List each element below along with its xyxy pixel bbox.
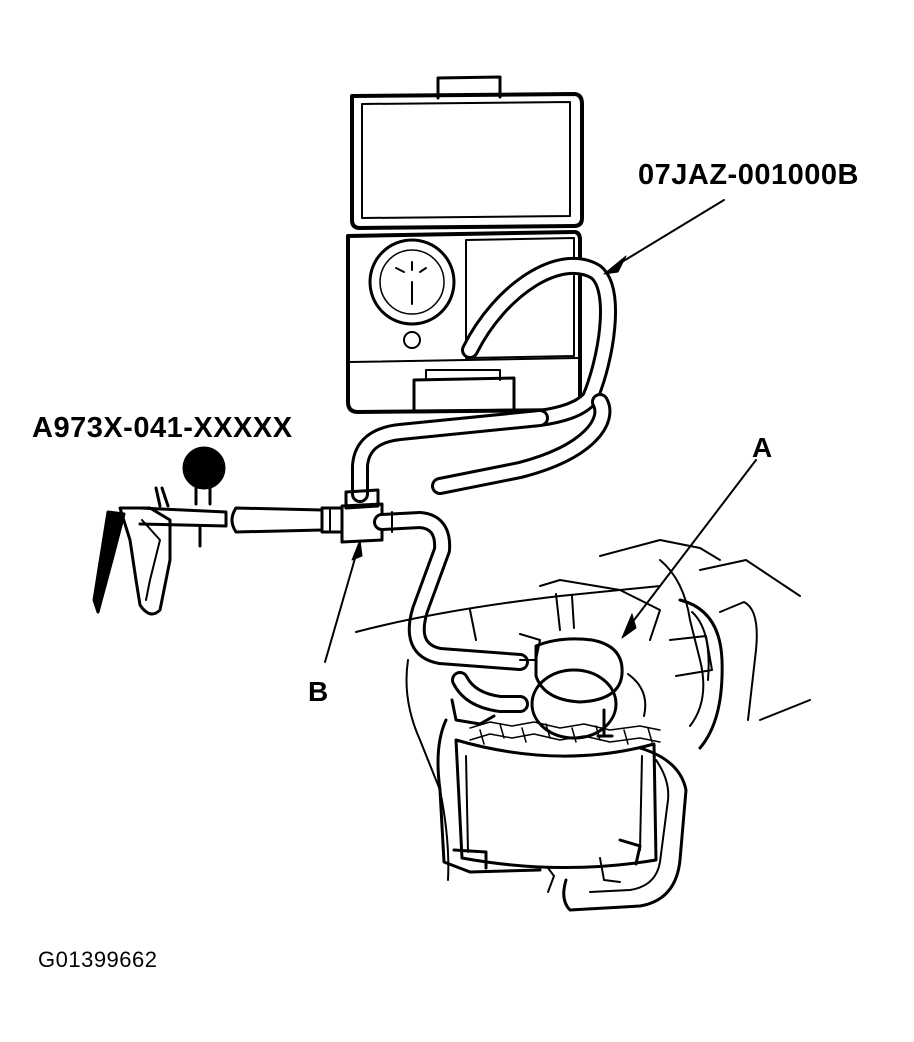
canister-bracket <box>436 718 542 874</box>
vacuum-pump-gauge <box>182 446 226 490</box>
tester-lid <box>350 92 584 230</box>
tester-hoses <box>351 256 617 503</box>
t-fitting-b <box>230 488 384 544</box>
tester-case <box>346 75 584 414</box>
callout-b-label: B <box>308 676 329 707</box>
callout-a-label: A <box>752 432 773 463</box>
pump-part-number-label: A973X-041-XXXXX <box>32 412 293 444</box>
tester-part-number-label: 07JAZ-001000B <box>638 159 859 191</box>
tester-button <box>403 331 421 349</box>
evap-canister-assembly <box>355 539 811 912</box>
vacuum-pump <box>92 446 228 616</box>
figure-id-label: G01399662 <box>38 947 158 972</box>
pump-hose <box>230 506 324 534</box>
tester-connector <box>412 376 516 414</box>
tester-body <box>346 230 582 414</box>
tester-gauge <box>368 238 456 326</box>
canister-mesh <box>469 721 661 745</box>
canister-body <box>454 738 658 869</box>
purge-valve <box>534 637 624 704</box>
lid-latch <box>436 75 502 100</box>
vacuum-pump-handle <box>92 510 126 614</box>
purge-hose <box>373 511 529 671</box>
callout-arrows <box>324 199 757 663</box>
